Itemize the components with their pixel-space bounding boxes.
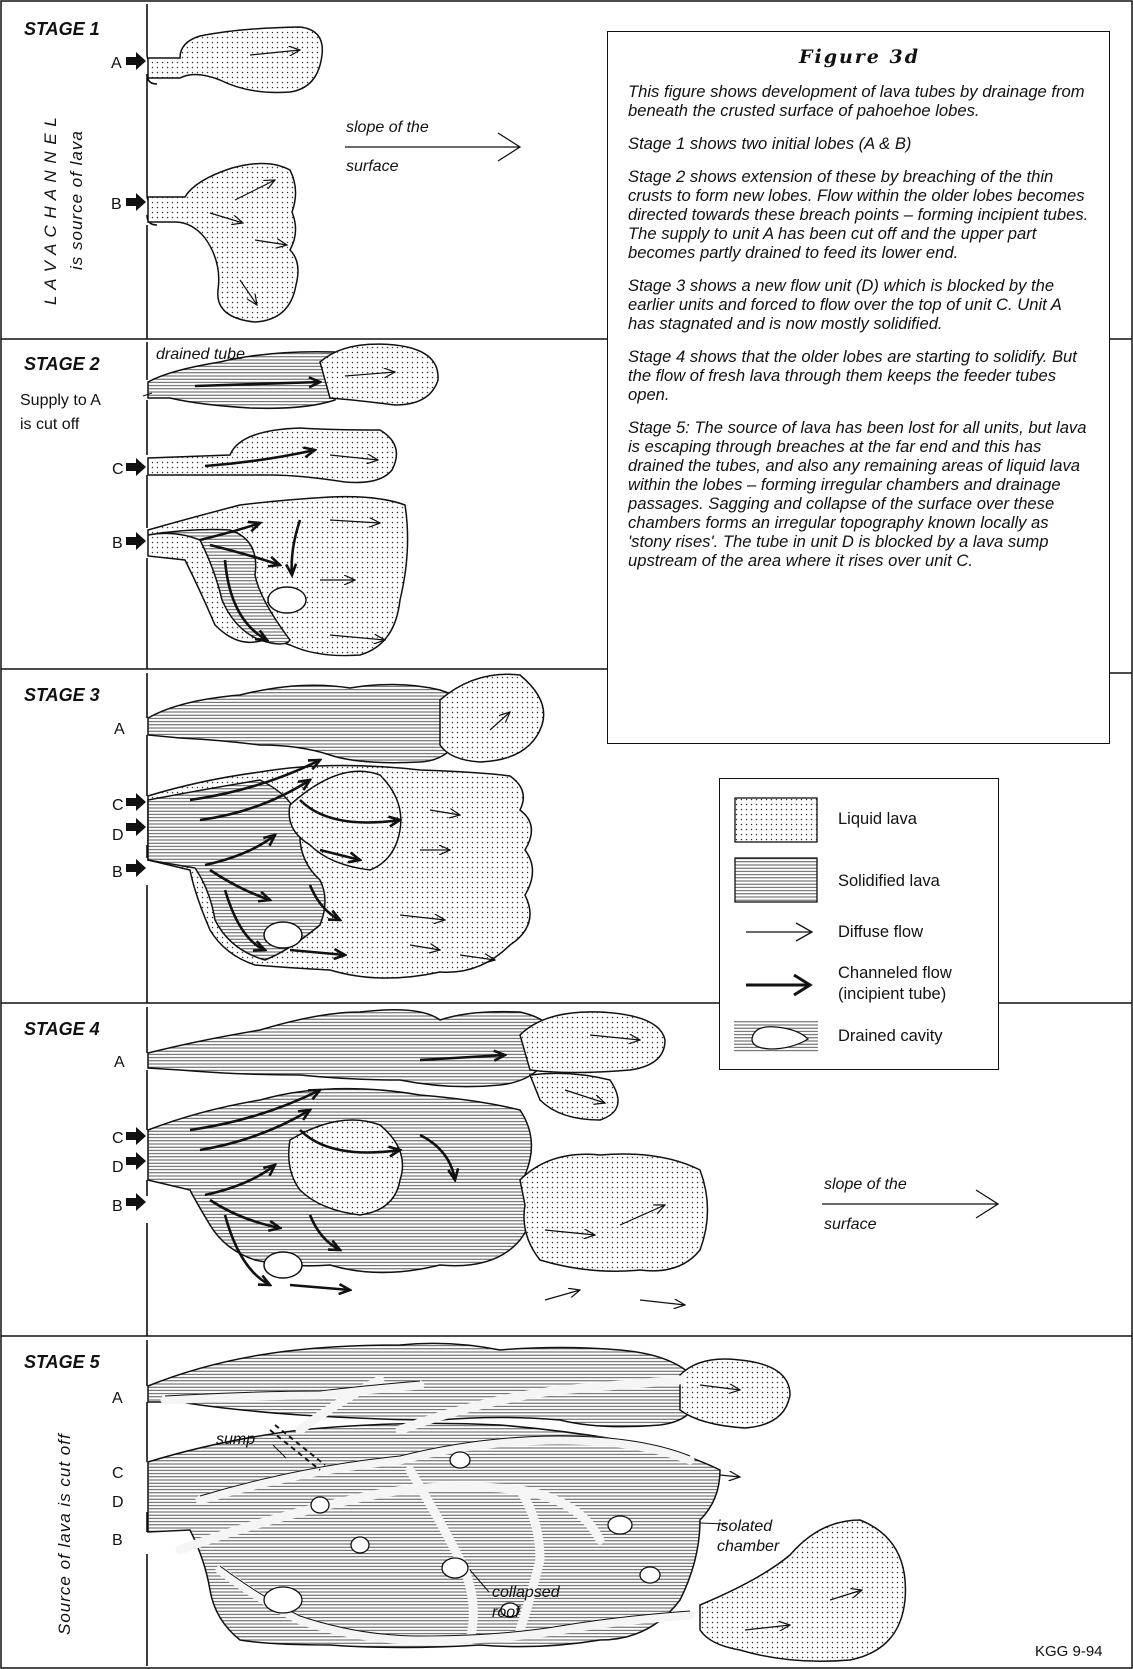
supply-cut-line1: Supply to A bbox=[20, 392, 101, 409]
lava-channel-label: L A V A C H A N N E L bbox=[41, 116, 60, 305]
inlet-arrow-b1 bbox=[126, 193, 146, 211]
legend-solidified-label: Solidified lava bbox=[838, 871, 940, 892]
legend-row-diffuse: Diffuse flow bbox=[720, 917, 998, 967]
inlet-arrow-b4 bbox=[126, 1193, 146, 1211]
slope-label-line2-top: surface bbox=[346, 158, 399, 175]
cavity-stage4 bbox=[264, 1252, 302, 1278]
caption-paragraph-stage1: Stage 1 shows two initial lobes (A & B) bbox=[628, 134, 1091, 153]
slope-label-line2-mid: surface bbox=[824, 1216, 877, 1233]
label-b-stage3: B bbox=[112, 864, 123, 881]
legend-row-channeled: Channeled flow (incipient tube) bbox=[720, 963, 998, 1013]
slope-label-line1-mid: slope of the bbox=[824, 1176, 907, 1193]
inlet-arrows bbox=[126, 52, 146, 1211]
legend-row-liquid: Liquid lava bbox=[720, 797, 998, 847]
stage5-label: STAGE 5 bbox=[24, 1352, 101, 1372]
label-c-stage5: C bbox=[112, 1465, 124, 1482]
inlet-arrow-d4 bbox=[126, 1152, 146, 1170]
legend-liquid-label: Liquid lava bbox=[838, 809, 917, 830]
figure-caption-box: Figure 3d This figure shows development … bbox=[607, 31, 1110, 744]
legend-diffuse-label: Diffuse flow bbox=[838, 922, 923, 943]
label-d-stage5: D bbox=[112, 1494, 124, 1511]
drained-tube-label: drained tube bbox=[156, 346, 245, 363]
stage3-lobes bbox=[148, 674, 544, 978]
legend-channeled-label-1: Channeled flow bbox=[838, 963, 952, 984]
stage3-label: STAGE 3 bbox=[24, 685, 100, 705]
caption-paragraph-stage4: Stage 4 shows that the older lobes are s… bbox=[628, 347, 1091, 404]
caption-paragraph-stage5: Stage 5: The source of lava has been los… bbox=[628, 418, 1091, 570]
isolated-chamber-line1: isolated bbox=[717, 1518, 773, 1535]
solidified-lava-swatch bbox=[734, 857, 818, 903]
slope-arrow-top bbox=[345, 133, 520, 161]
label-b-stage1: B bbox=[111, 196, 122, 213]
legend-row-solidified: Solidified lava bbox=[720, 857, 998, 907]
stage4-label: STAGE 4 bbox=[24, 1019, 100, 1039]
stage1-lobes bbox=[148, 27, 322, 322]
inlet-arrow-a1 bbox=[126, 52, 146, 70]
slope-label-line1-top: slope of the bbox=[346, 119, 429, 136]
cavity-stage3 bbox=[264, 922, 302, 948]
lobe-a-stage1 bbox=[148, 27, 322, 93]
inlet-arrow-d3 bbox=[126, 818, 146, 836]
label-c-stage4: C bbox=[112, 1130, 124, 1147]
label-b-stage5: B bbox=[112, 1532, 123, 1549]
legend-drained-label: Drained cavity bbox=[838, 1026, 943, 1047]
stage2-label: STAGE 2 bbox=[24, 354, 100, 374]
inlet-arrow-c4 bbox=[126, 1127, 146, 1145]
label-c-stage2: C bbox=[112, 461, 124, 478]
legend: Liquid lava Solidified lava Diffuse flow… bbox=[719, 778, 999, 1070]
label-a-stage5: A bbox=[112, 1390, 123, 1407]
label-c-stage3: C bbox=[112, 797, 124, 814]
isolated-chamber-line2: chamber bbox=[717, 1538, 780, 1555]
collapsed-roof-line2: roof bbox=[492, 1604, 521, 1621]
source-of-lava-label: is source of lava bbox=[67, 130, 86, 270]
slope-arrow-mid bbox=[822, 1190, 998, 1218]
label-a-stage3: A bbox=[114, 721, 125, 738]
sump-label: sump bbox=[216, 1431, 255, 1448]
caption-paragraph-intro: This figure shows development of lava tu… bbox=[628, 82, 1091, 120]
caption-paragraph-stage3: Stage 3 shows a new flow unit (D) which … bbox=[628, 276, 1091, 333]
channeled-flow-arrow-icon bbox=[734, 967, 818, 1013]
caption-paragraph-stage2: Stage 2 shows extension of these by brea… bbox=[628, 167, 1091, 262]
source-cut-off-label: Source of lava is cut off bbox=[55, 1432, 74, 1635]
label-a-stage4: A bbox=[114, 1054, 125, 1071]
legend-channeled-label-2: (incipient tube) bbox=[838, 984, 946, 1005]
label-d-stage3: D bbox=[112, 827, 124, 844]
figure-title: Figure 3d bbox=[628, 46, 1091, 68]
inlet-arrow-c2 bbox=[126, 458, 146, 476]
cavity-stage2 bbox=[268, 587, 306, 613]
supply-cut-line2: is cut off bbox=[20, 416, 80, 433]
legend-row-drained: Drained cavity bbox=[720, 1017, 998, 1067]
collapsed-roof-line1: collapsed bbox=[492, 1584, 561, 1601]
diffuse-flow-arrow-icon bbox=[734, 917, 818, 963]
label-a-stage1: A bbox=[111, 55, 122, 72]
inlet-arrow-b3 bbox=[126, 859, 146, 877]
stage1-label: STAGE 1 bbox=[24, 19, 100, 39]
label-b-stage4: B bbox=[112, 1198, 123, 1215]
label-b-stage2: B bbox=[112, 535, 123, 552]
drained-cavity-swatch bbox=[734, 1017, 818, 1063]
stage2-lobes bbox=[148, 344, 438, 655]
label-d-stage4: D bbox=[112, 1159, 124, 1176]
inlet-arrow-c3 bbox=[126, 793, 146, 811]
author-credit: KGG 9-94 bbox=[1035, 1643, 1103, 1660]
inlet-arrow-b2 bbox=[126, 532, 146, 550]
liquid-lava-swatch bbox=[734, 797, 818, 843]
